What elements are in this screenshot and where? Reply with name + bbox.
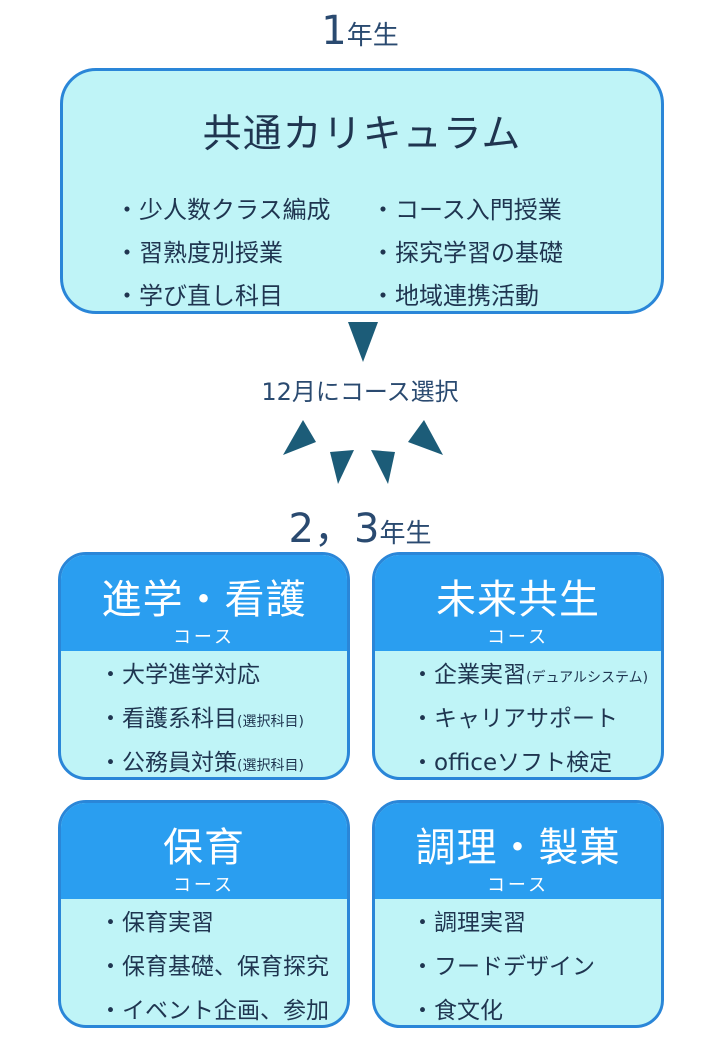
common-item: ・少人数クラス編成	[115, 196, 331, 224]
course-card-hoiku: 保育 コース ・保育実習 ・保育基礎、保育探究 ・イベント企画、参加	[58, 800, 350, 1028]
course-item: ・看護系科目(選択科目)	[99, 706, 304, 732]
year23-label: 2，3年生	[0, 496, 720, 554]
course-sub: コース	[486, 627, 550, 648]
course-item: ・保育基礎、保育探究	[99, 954, 329, 980]
course-item: ・イベント企画、参加	[99, 998, 329, 1024]
course-name: 未来共生	[436, 577, 600, 623]
course-item-list: ・企業実習(デュアルシステム) ・キャリアサポート ・officeソフト検定	[375, 651, 661, 777]
branch-arrow-icon	[371, 450, 395, 484]
year1-number: 1	[321, 8, 347, 54]
common-curriculum-title: 共通カリキュラム	[202, 112, 522, 157]
common-item: ・地域連携活動	[371, 282, 539, 310]
year1-label: 1年生	[0, 8, 720, 54]
course-item-list: ・大学進学対応 ・看護系科目(選択科目) ・公務員対策(選択科目)	[61, 651, 347, 777]
common-right-list: ・コース入門授業 ・探究学習の基礎 ・地域連携活動	[371, 189, 563, 318]
course-item: ・調理実習	[411, 910, 526, 936]
course-card-header: 未来共生 コース	[375, 555, 661, 651]
year1-suffix: 年生	[346, 21, 399, 51]
branch-arrow-icon	[408, 420, 443, 455]
course-item-list: ・調理実習 ・フードデザイン ・食文化	[375, 899, 661, 1025]
course-card-header: 進学・看護 コース	[61, 555, 347, 651]
common-item: ・コース入門授業	[371, 196, 562, 224]
course-item: ・食文化	[411, 998, 503, 1024]
course-item: ・大学進学対応	[99, 662, 260, 688]
year23-suffix: 年生	[379, 519, 432, 549]
course-item: ・キャリアサポート	[411, 706, 618, 732]
course-card-chori-seika: 調理・製菓 コース ・調理実習 ・フードデザイン ・食文化	[372, 800, 664, 1028]
branch-arrow-icon	[330, 450, 354, 484]
common-item: ・探究学習の基礎	[371, 239, 563, 267]
course-item: ・フードデザイン	[411, 954, 595, 980]
flow-arrows	[283, 322, 443, 484]
course-sub: コース	[486, 875, 550, 896]
course-item: ・企業実習(デュアルシステム)	[411, 662, 649, 688]
year23-number: 2，3	[288, 506, 380, 552]
branch-arrow-icon	[283, 420, 316, 455]
course-name: 調理・製菓	[415, 825, 621, 871]
course-selection-text: 12月にコース選択	[261, 378, 459, 406]
course-item: ・保育実習	[99, 910, 214, 936]
common-left-list: ・少人数クラス編成 ・習熟度別授業 ・学び直し科目	[115, 189, 331, 318]
common-item: ・習熟度別授業	[115, 239, 283, 267]
down-arrow-icon	[348, 322, 378, 362]
course-name: 保育	[163, 825, 245, 871]
course-item-list: ・保育実習 ・保育基礎、保育探究 ・イベント企画、参加	[61, 899, 347, 1025]
course-card-header: 保育 コース	[61, 803, 347, 899]
course-item: ・公務員対策(選択科目)	[99, 750, 304, 776]
course-card-shingaku-kango: 進学・看護 コース ・大学進学対応 ・看護系科目(選択科目) ・公務員対策(選択…	[58, 552, 350, 780]
course-sub: コース	[172, 875, 236, 896]
course-item: ・officeソフト検定	[411, 750, 613, 776]
course-card-header: 調理・製菓 コース	[375, 803, 661, 899]
common-item: ・学び直し科目	[115, 282, 283, 310]
common-curriculum-box: 共通カリキュラム ・少人数クラス編成 ・習熟度別授業 ・学び直し科目 ・コース入…	[60, 68, 664, 314]
course-sub: コース	[172, 627, 236, 648]
course-name: 進学・看護	[101, 577, 307, 623]
course-card-mirai-kyosei: 未来共生 コース ・企業実習(デュアルシステム) ・キャリアサポート ・offi…	[372, 552, 664, 780]
